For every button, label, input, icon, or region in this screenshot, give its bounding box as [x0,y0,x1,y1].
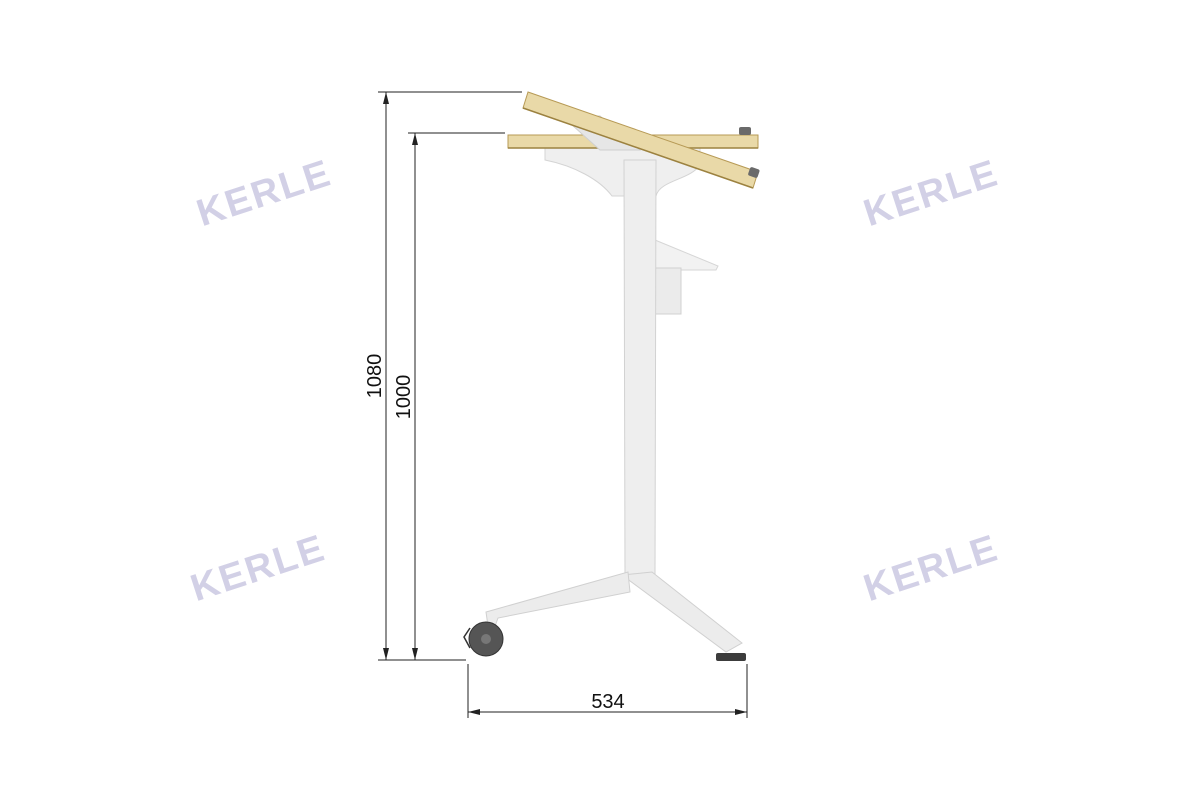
tilted-height-label: 1080 [364,354,386,399]
dimension-1000 [408,132,505,660]
dimension-534 [467,664,748,718]
front-leg [620,571,743,653]
watermark-bottom-left: KERLE [186,527,331,610]
side-shelf [654,239,719,271]
vertical-column [623,159,657,579]
tilted-tabletop [522,91,760,189]
watermark-top-left: KERLE [192,152,337,235]
caster-wheel [463,621,504,657]
shelf-box [654,267,682,315]
flat-height-label: 1000 [393,375,415,420]
base-depth-label: 534 [591,691,624,713]
watermark-text: KERLE [192,152,337,235]
watermark-text: KERLE [859,152,1004,235]
desk-illustration [463,91,760,661]
dimension-1080 [378,91,522,661]
edge-clip [748,167,760,178]
dimension-lines: 1080 1000 534 [364,91,748,718]
watermark-text: KERLE [186,527,331,610]
edge-clip [739,127,751,135]
watermark-bottom-right: KERLE [859,527,1004,610]
rear-leg [485,571,631,641]
watermark-top-right: KERLE [859,152,1004,235]
watermark-text: KERLE [859,527,1004,610]
glide-foot [716,653,746,661]
